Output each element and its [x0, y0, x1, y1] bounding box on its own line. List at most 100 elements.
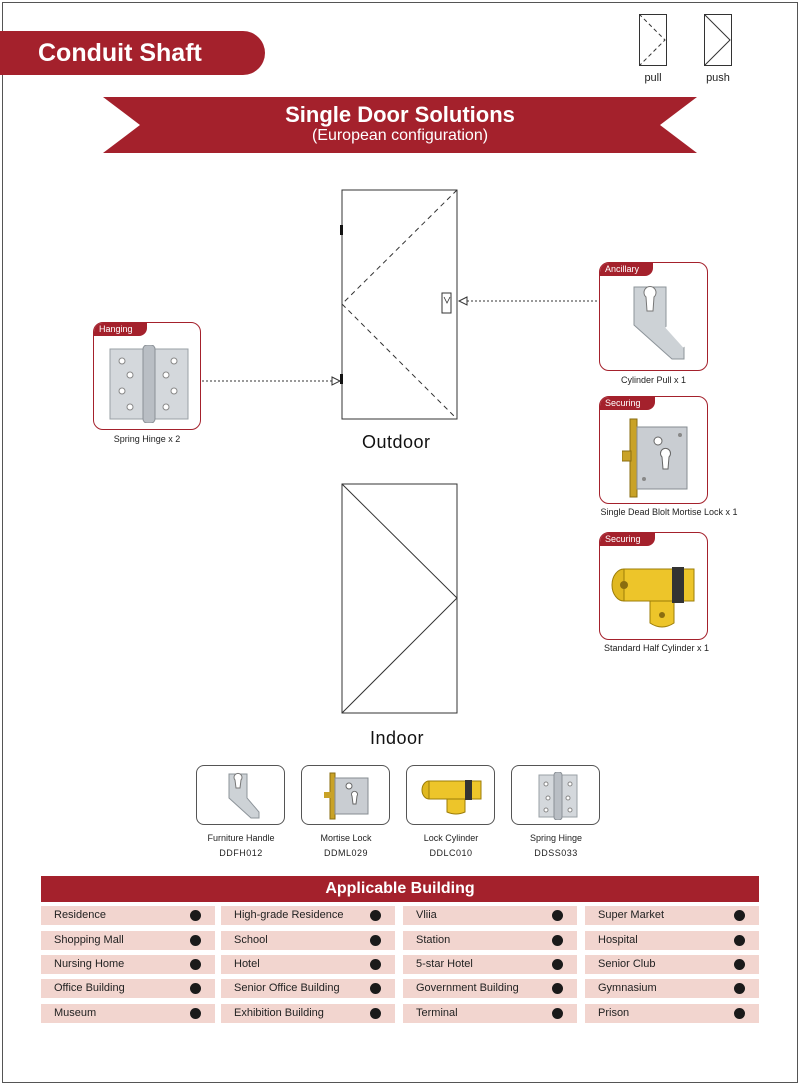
pull-label: pull — [644, 72, 662, 84]
product-card-furniture-handle[interactable] — [196, 765, 285, 825]
product-name: Spring Hinge — [529, 833, 583, 843]
building-name: 5-star Hotel — [416, 958, 473, 970]
building-name: Senior Office Building — [234, 982, 340, 994]
banner-title: Single Door Solutions — [285, 102, 515, 127]
section-title: Conduit Shaft — [0, 31, 265, 75]
pull-connector-arrow — [457, 296, 597, 306]
ancillary-tag: Ancillary — [600, 263, 654, 276]
building-name: Government Building — [416, 982, 519, 994]
securing-lock-card[interactable]: Securing — [599, 396, 708, 504]
building-name: Museum — [54, 1007, 97, 1019]
half-cylinder-icon — [611, 567, 695, 628]
building-cell: Museum — [41, 1004, 215, 1023]
building-name: Vliia — [416, 909, 437, 921]
building-name: Shopping Mall — [54, 934, 124, 946]
hinge-connector-arrow — [202, 376, 342, 386]
bullet-dot-icon — [370, 935, 381, 946]
securing-cylinder-tag: Securing — [600, 533, 655, 546]
ancillary-card[interactable]: Ancillary — [599, 262, 708, 371]
spring-hinge-icon — [538, 772, 578, 820]
building-cell: Hotel — [221, 955, 395, 974]
ancillary-caption: Cylinder Pull x 1 — [620, 375, 687, 385]
bullet-dot-icon — [734, 910, 745, 921]
hanging-caption: Spring Hinge x 2 — [113, 434, 181, 444]
mortise-lock-icon — [324, 772, 369, 820]
building-cell: Terminal — [403, 1004, 577, 1023]
bullet-dot-icon — [190, 983, 201, 994]
bullet-dot-icon — [190, 935, 201, 946]
bullet-dot-icon — [734, 935, 745, 946]
building-name: Hospital — [598, 934, 638, 946]
mortise-lock-icon — [622, 418, 688, 498]
bullet-dot-icon — [552, 910, 563, 921]
outdoor-door-diagram — [340, 189, 458, 420]
product-card-spring-hinge[interactable] — [511, 765, 600, 825]
building-name: Prison — [598, 1007, 630, 1019]
building-cell: Station — [403, 931, 577, 950]
spring-hinge-icon — [109, 345, 189, 423]
building-name: Office Building — [54, 982, 125, 994]
building-name: Exhibition Building — [234, 1007, 324, 1019]
hanging-card[interactable]: Hanging — [93, 322, 201, 430]
building-name: Senior Club — [598, 958, 656, 970]
building-cell: Hospital — [585, 931, 759, 950]
indoor-label: Indoor — [370, 728, 425, 748]
product-name: Lock Cylinder — [423, 833, 479, 843]
building-name: Hotel — [234, 958, 260, 970]
building-name: Station — [416, 934, 451, 946]
push-door-icon — [704, 14, 732, 66]
building-name: Residence — [54, 909, 106, 921]
product-code: DDLC010 — [429, 848, 473, 858]
building-name: Gymnasium — [598, 982, 657, 994]
building-name: Nursing Home — [54, 958, 125, 970]
building-cell: 5-star Hotel — [403, 955, 577, 974]
building-cell: Office Building — [41, 979, 215, 998]
securing-lock-caption: Single Dead Blolt Mortise Lock x 1 — [600, 507, 738, 517]
applicable-building-header: Applicable Building — [41, 876, 759, 902]
building-cell: Super Market — [585, 906, 759, 925]
lock-cylinder-icon — [421, 780, 482, 815]
building-cell: Government Building — [403, 979, 577, 998]
bullet-dot-icon — [370, 959, 381, 970]
building-cell: Senior Club — [585, 955, 759, 974]
building-name: School — [234, 934, 268, 946]
product-card-lock-cylinder[interactable] — [406, 765, 495, 825]
building-cell: Exhibition Building — [221, 1004, 395, 1023]
bullet-dot-icon — [190, 1008, 201, 1019]
product-code: DDSS033 — [534, 848, 578, 858]
bullet-dot-icon — [552, 1008, 563, 1019]
building-cell: Nursing Home — [41, 955, 215, 974]
product-card-mortise-lock[interactable] — [301, 765, 390, 825]
bullet-dot-icon — [370, 983, 381, 994]
building-cell: School — [221, 931, 395, 950]
bullet-dot-icon — [552, 935, 563, 946]
building-cell: High-grade Residence — [221, 906, 395, 925]
product-code: DDML029 — [323, 848, 369, 858]
building-cell: Gymnasium — [585, 979, 759, 998]
securing-cylinder-card[interactable]: Securing — [599, 532, 708, 640]
building-name: High-grade Residence — [234, 909, 344, 921]
bullet-dot-icon — [190, 959, 201, 970]
bullet-dot-icon — [190, 910, 201, 921]
bullet-dot-icon — [734, 959, 745, 970]
building-cell: Shopping Mall — [41, 931, 215, 950]
title-banner — [103, 97, 697, 153]
pull-door-icon — [639, 14, 667, 66]
building-cell: Residence — [41, 906, 215, 925]
product-name: Mortise Lock — [320, 833, 372, 843]
bullet-dot-icon — [734, 1008, 745, 1019]
bullet-dot-icon — [552, 983, 563, 994]
securing-cylinder-caption: Standard Half Cylinder x 1 — [603, 643, 710, 653]
push-label: push — [706, 72, 730, 84]
hanging-tag: Hanging — [94, 323, 147, 336]
bullet-dot-icon — [734, 983, 745, 994]
cylinder-pull-icon — [633, 286, 685, 360]
bullet-dot-icon — [370, 1008, 381, 1019]
securing-lock-tag: Securing — [600, 397, 655, 410]
furniture-handle-icon — [228, 772, 260, 819]
building-cell: Vliia — [403, 906, 577, 925]
product-code: DDFH012 — [219, 848, 263, 858]
bullet-dot-icon — [552, 959, 563, 970]
bullet-dot-icon — [370, 910, 381, 921]
